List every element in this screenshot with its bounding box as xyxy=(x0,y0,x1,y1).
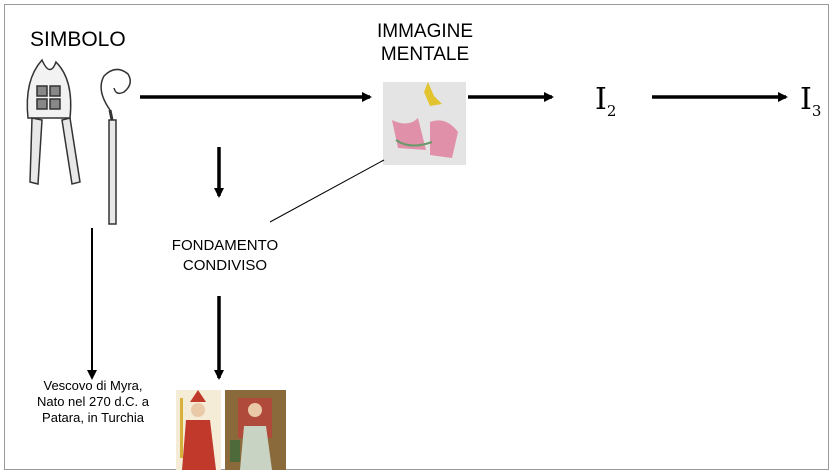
connector-fondamento-to-immagine xyxy=(269,159,385,223)
i3-base: I xyxy=(800,82,812,117)
i2-subscript: 2 xyxy=(606,102,617,120)
fondamento-line-2: CONDIVISO xyxy=(182,257,268,274)
immagine-mentale-label: IMMAGINE MENTALE xyxy=(370,20,480,66)
saint-nicholas-portrait-1 xyxy=(176,390,221,470)
diagram-frame xyxy=(4,4,829,470)
mental-image-thumbnail xyxy=(383,82,466,165)
simbolo-label: SIMBOLO xyxy=(30,28,126,51)
immagine-line-2: MENTALE xyxy=(380,44,470,65)
i2-base: I xyxy=(595,82,607,117)
vescovo-caption: Vescovo di Myra, Nato nel 270 d.C. a Pat… xyxy=(18,378,168,426)
fondamento-line-1: FONDAMENTO xyxy=(171,237,279,254)
fondamento-condiviso-label: FONDAMENTO CONDIVISO xyxy=(160,236,290,276)
vescovo-line-2: Nato nel 270 d.C. a xyxy=(36,394,150,409)
immagine-line-1: IMMAGINE xyxy=(376,21,474,42)
i3-label: I3 xyxy=(800,85,821,126)
i3-subscript: 3 xyxy=(811,102,822,120)
i2-label: I2 xyxy=(595,85,616,126)
saint-nicholas-portrait-2 xyxy=(225,390,286,470)
vescovo-line-3: Patara, in Turchia xyxy=(42,410,144,425)
vescovo-line-1: Vescovo di Myra, xyxy=(43,378,143,393)
mitre-icon xyxy=(26,58,81,185)
crosier-icon xyxy=(100,68,131,225)
